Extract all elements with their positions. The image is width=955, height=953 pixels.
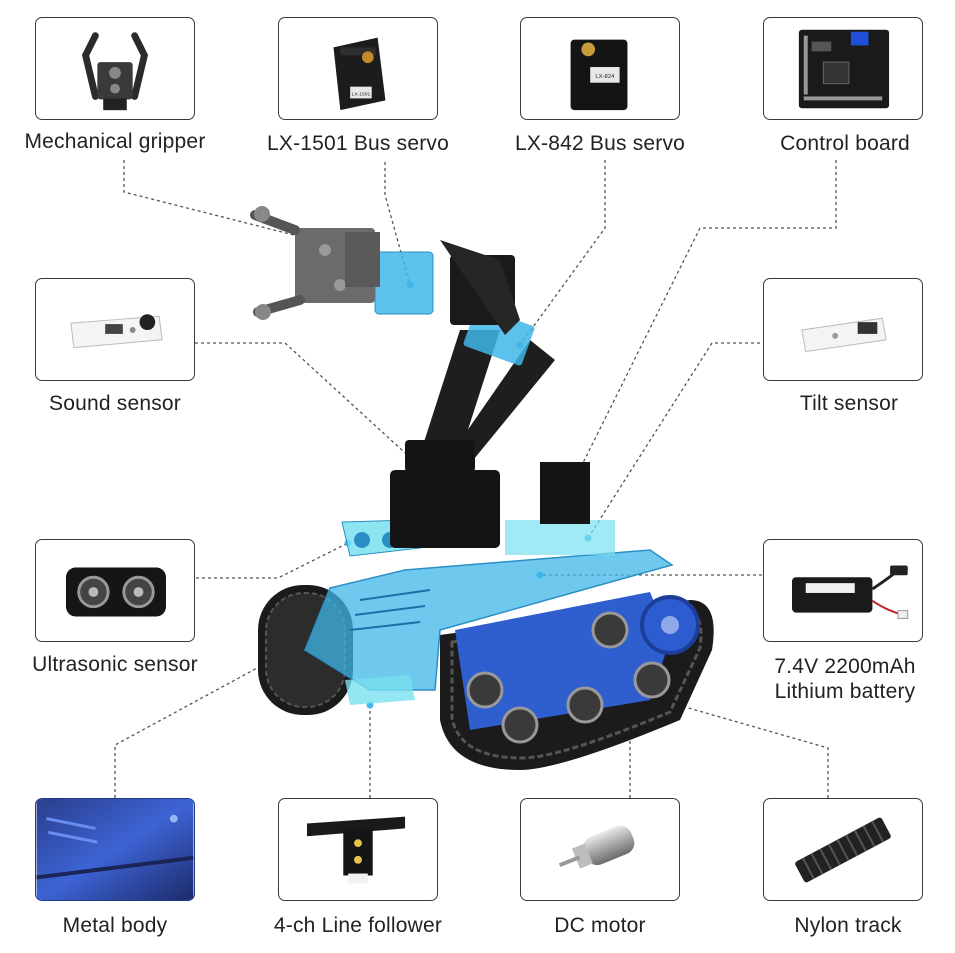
tilt-sensor-icon (801, 317, 887, 353)
dc-motor-label: DC motor (554, 914, 646, 937)
circuit-board-icon (798, 29, 890, 109)
sound-sensor-thumbnail (35, 278, 195, 381)
line-follower-label: 4-ch Line follower (273, 914, 443, 937)
ultrasonic-sensor-icon (65, 567, 166, 617)
lx1501-servo-thumbnail: LX-1501 (278, 17, 438, 120)
metal-body-thumbnail (35, 798, 195, 901)
tilt-sensor-thumbnail (763, 278, 923, 381)
leader-line-ultrasonic (196, 542, 349, 579)
control-board-label: Control board (780, 132, 910, 155)
ultrasonic-sensor-thumbnail (35, 539, 195, 642)
battery-label-line1: 7.4V 2200mAh (774, 655, 916, 678)
leader-line-lx1501 (384, 162, 411, 286)
ultrasonic-sensor-label: Ultrasonic sensor (32, 653, 198, 676)
sprocket (640, 595, 700, 655)
upright-board (540, 462, 590, 524)
gripper-thumbnail (35, 17, 195, 120)
line-follower-thumbnail (278, 798, 438, 901)
tilt-sensor-label: Tilt sensor (799, 392, 899, 415)
metal-body-label: Metal body (62, 914, 168, 937)
nylon-track-thumbnail (763, 798, 923, 901)
leader-line-metal-body (114, 634, 319, 798)
nylon-track-icon (795, 817, 891, 883)
battery-label-line2: Lithium battery (774, 680, 916, 703)
line-follower-module (345, 675, 415, 705)
metal-body-icon (36, 799, 194, 900)
lx842-servo-thumbnail: LX-824 (520, 17, 680, 120)
lx1501-servo-label: LX-1501 Bus servo (266, 132, 449, 155)
road-wheels (466, 611, 671, 744)
lx842-servo-label: LX-842 Bus servo (514, 132, 686, 155)
battery-icon (792, 565, 909, 619)
battery-thumbnail (763, 539, 923, 642)
sound-sensor-label: Sound sensor (49, 392, 181, 415)
gripper-icon (81, 32, 149, 111)
leader-line-nylon-track (677, 704, 829, 798)
dc-motor-thumbnail (520, 798, 680, 901)
sound-sensor-icon (70, 314, 163, 349)
control-board-highlight (505, 520, 615, 555)
leader-line-tilt-sensor (587, 342, 760, 539)
metal-body-deck (304, 549, 674, 691)
leader-line-sound-sensor (195, 342, 416, 463)
base-servo (390, 470, 500, 548)
lx1501-servo-highlight (374, 251, 434, 315)
line-follower-icon (307, 816, 406, 884)
leader-line-lx842 (519, 160, 606, 346)
gripper-assembly (250, 206, 380, 320)
svg-text:LX-824: LX-824 (595, 74, 615, 80)
arm-links (405, 330, 555, 472)
servo-icon: LX-824 (570, 39, 628, 111)
control-board-thumbnail (763, 17, 923, 120)
leader-line-gripper (123, 160, 346, 249)
servo-icon: LX-1501 (333, 37, 386, 111)
dc-motor-icon (558, 825, 635, 869)
svg-text:LX-1501: LX-1501 (352, 91, 371, 97)
nylon-track-label: Nylon track (794, 914, 902, 937)
gripper-label: Mechanical gripper (24, 130, 206, 153)
